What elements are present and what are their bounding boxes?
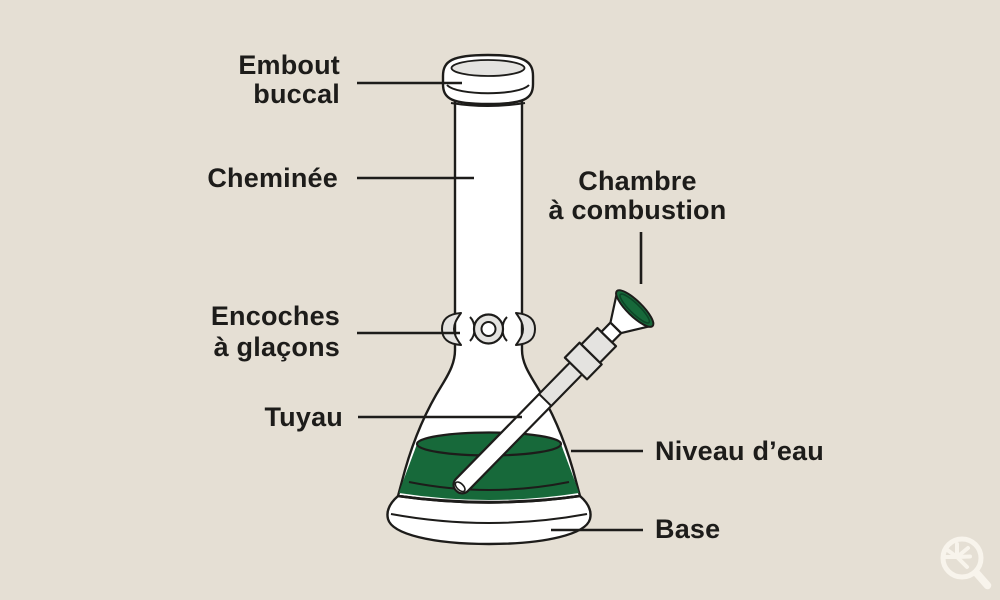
label-chambre-combustion-line2: à combustion xyxy=(548,195,727,225)
magnifier-cannabis-icon xyxy=(940,536,992,590)
water-bottom-arc xyxy=(408,481,570,491)
bowl-opening xyxy=(615,289,655,328)
mouthpiece-base-arc xyxy=(450,102,526,107)
mouthpiece-opening xyxy=(450,59,526,77)
bong-illustration xyxy=(386,53,655,546)
mouthpiece xyxy=(441,53,535,107)
label-tuyau: Tuyau xyxy=(264,402,343,432)
downstem-assembly xyxy=(452,289,655,495)
cannabis-leaf xyxy=(942,542,972,569)
label-chambre-combustion-line1: Chambre xyxy=(578,166,697,196)
label-embout-buccal-line2: buccal xyxy=(253,79,340,109)
water xyxy=(399,444,579,500)
ice-notch-ring-inner xyxy=(480,321,497,337)
base-foot-ridge xyxy=(390,513,588,524)
downstem-tip-opening xyxy=(454,481,466,493)
mouthpiece-lip-arc xyxy=(446,84,530,95)
label-cheminee: Cheminée xyxy=(207,163,338,193)
label-encoches-glacons: Encoches à glaçons xyxy=(211,301,340,363)
flask-foot-junction xyxy=(397,494,581,504)
magnifier-handle xyxy=(972,569,992,590)
label-chambre-combustion: Chambre à combustion xyxy=(495,167,780,225)
label-niveau-eau: Niveau d’eau xyxy=(655,436,824,466)
ice-notch-left xyxy=(441,312,462,346)
label-embout-buccal: Embout buccal xyxy=(238,51,340,109)
leader-lines xyxy=(357,81,643,532)
ice-notch-right xyxy=(515,312,536,346)
ice-notches xyxy=(441,312,536,346)
label-encoches-glacons-line1: Encoches xyxy=(210,301,340,331)
label-embout-buccal-line1: Embout xyxy=(238,50,340,80)
label-encoches-glacons-line2: à glaçons xyxy=(213,332,340,362)
label-base: Base xyxy=(655,514,721,544)
bowl-opening-inner xyxy=(619,293,651,324)
